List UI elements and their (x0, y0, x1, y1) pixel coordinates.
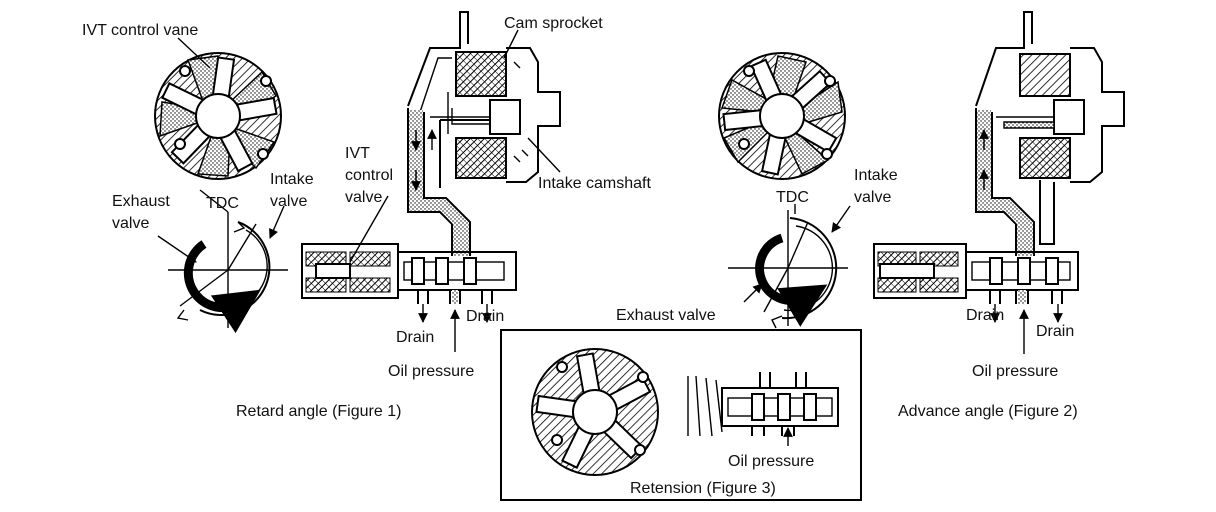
sprocket-leader-line (503, 29, 519, 59)
fig3-vane-rotor (531, 348, 659, 476)
exhaust-leader-line (157, 235, 197, 263)
fig1-vane-rotor (154, 52, 282, 180)
fig2-timing-dial (728, 210, 848, 329)
fig2-vane-rotor (718, 52, 846, 180)
fig1-oil-passage (407, 108, 490, 256)
label-cam-sprocket: Cam sprocket (504, 15, 603, 32)
fig1-timing-dial (168, 212, 288, 334)
fig1-control-valve (301, 243, 517, 304)
label-drain-left-fig1: Drain (396, 329, 434, 346)
valve-leader-line (349, 195, 389, 263)
fig1-sprocket-assembly (407, 11, 561, 183)
caption-figure2: Advance angle (Figure 2) (898, 403, 1078, 420)
fig2-control-valve (873, 243, 1079, 304)
label-intake-camshaft: Intake camshaft (538, 175, 652, 192)
label-ivt-control-vane: IVT control vane (82, 22, 198, 39)
caption-figure3: Retension (Figure 3) (630, 480, 776, 497)
label-tdc-fig2: TDC (776, 189, 809, 206)
fig2-exhaust-leader (743, 283, 763, 303)
fig2-sprocket-assembly (975, 11, 1125, 183)
fig3-control-valve (687, 372, 839, 437)
intake-leader-line (269, 205, 285, 239)
label-exhaust-valve-fig2: Exhaust valve (616, 307, 716, 324)
label-oil-pressure-fig1: Oil pressure (388, 363, 474, 380)
label-oil-pressure-fig2: Oil pressure (972, 363, 1058, 380)
label-tdc-fig1: TDC (206, 195, 239, 212)
caption-figure1: Retard angle (Figure 1) (236, 403, 401, 420)
vane-leader-line (177, 37, 211, 69)
label-drain-right-fig2: Drain (1036, 323, 1074, 340)
fig3-frame (500, 329, 862, 501)
tdc-leader-line (199, 189, 229, 213)
fig2-intake-leader (831, 205, 851, 233)
label-oil-pressure-fig3: Oil pressure (728, 453, 814, 470)
label-drain-right-fig1: Drain (466, 308, 504, 325)
fig2-oil-passage (975, 108, 1055, 256)
camshaft-leader-line (527, 137, 561, 173)
label-drain-left-fig2: Drain (966, 307, 1004, 324)
